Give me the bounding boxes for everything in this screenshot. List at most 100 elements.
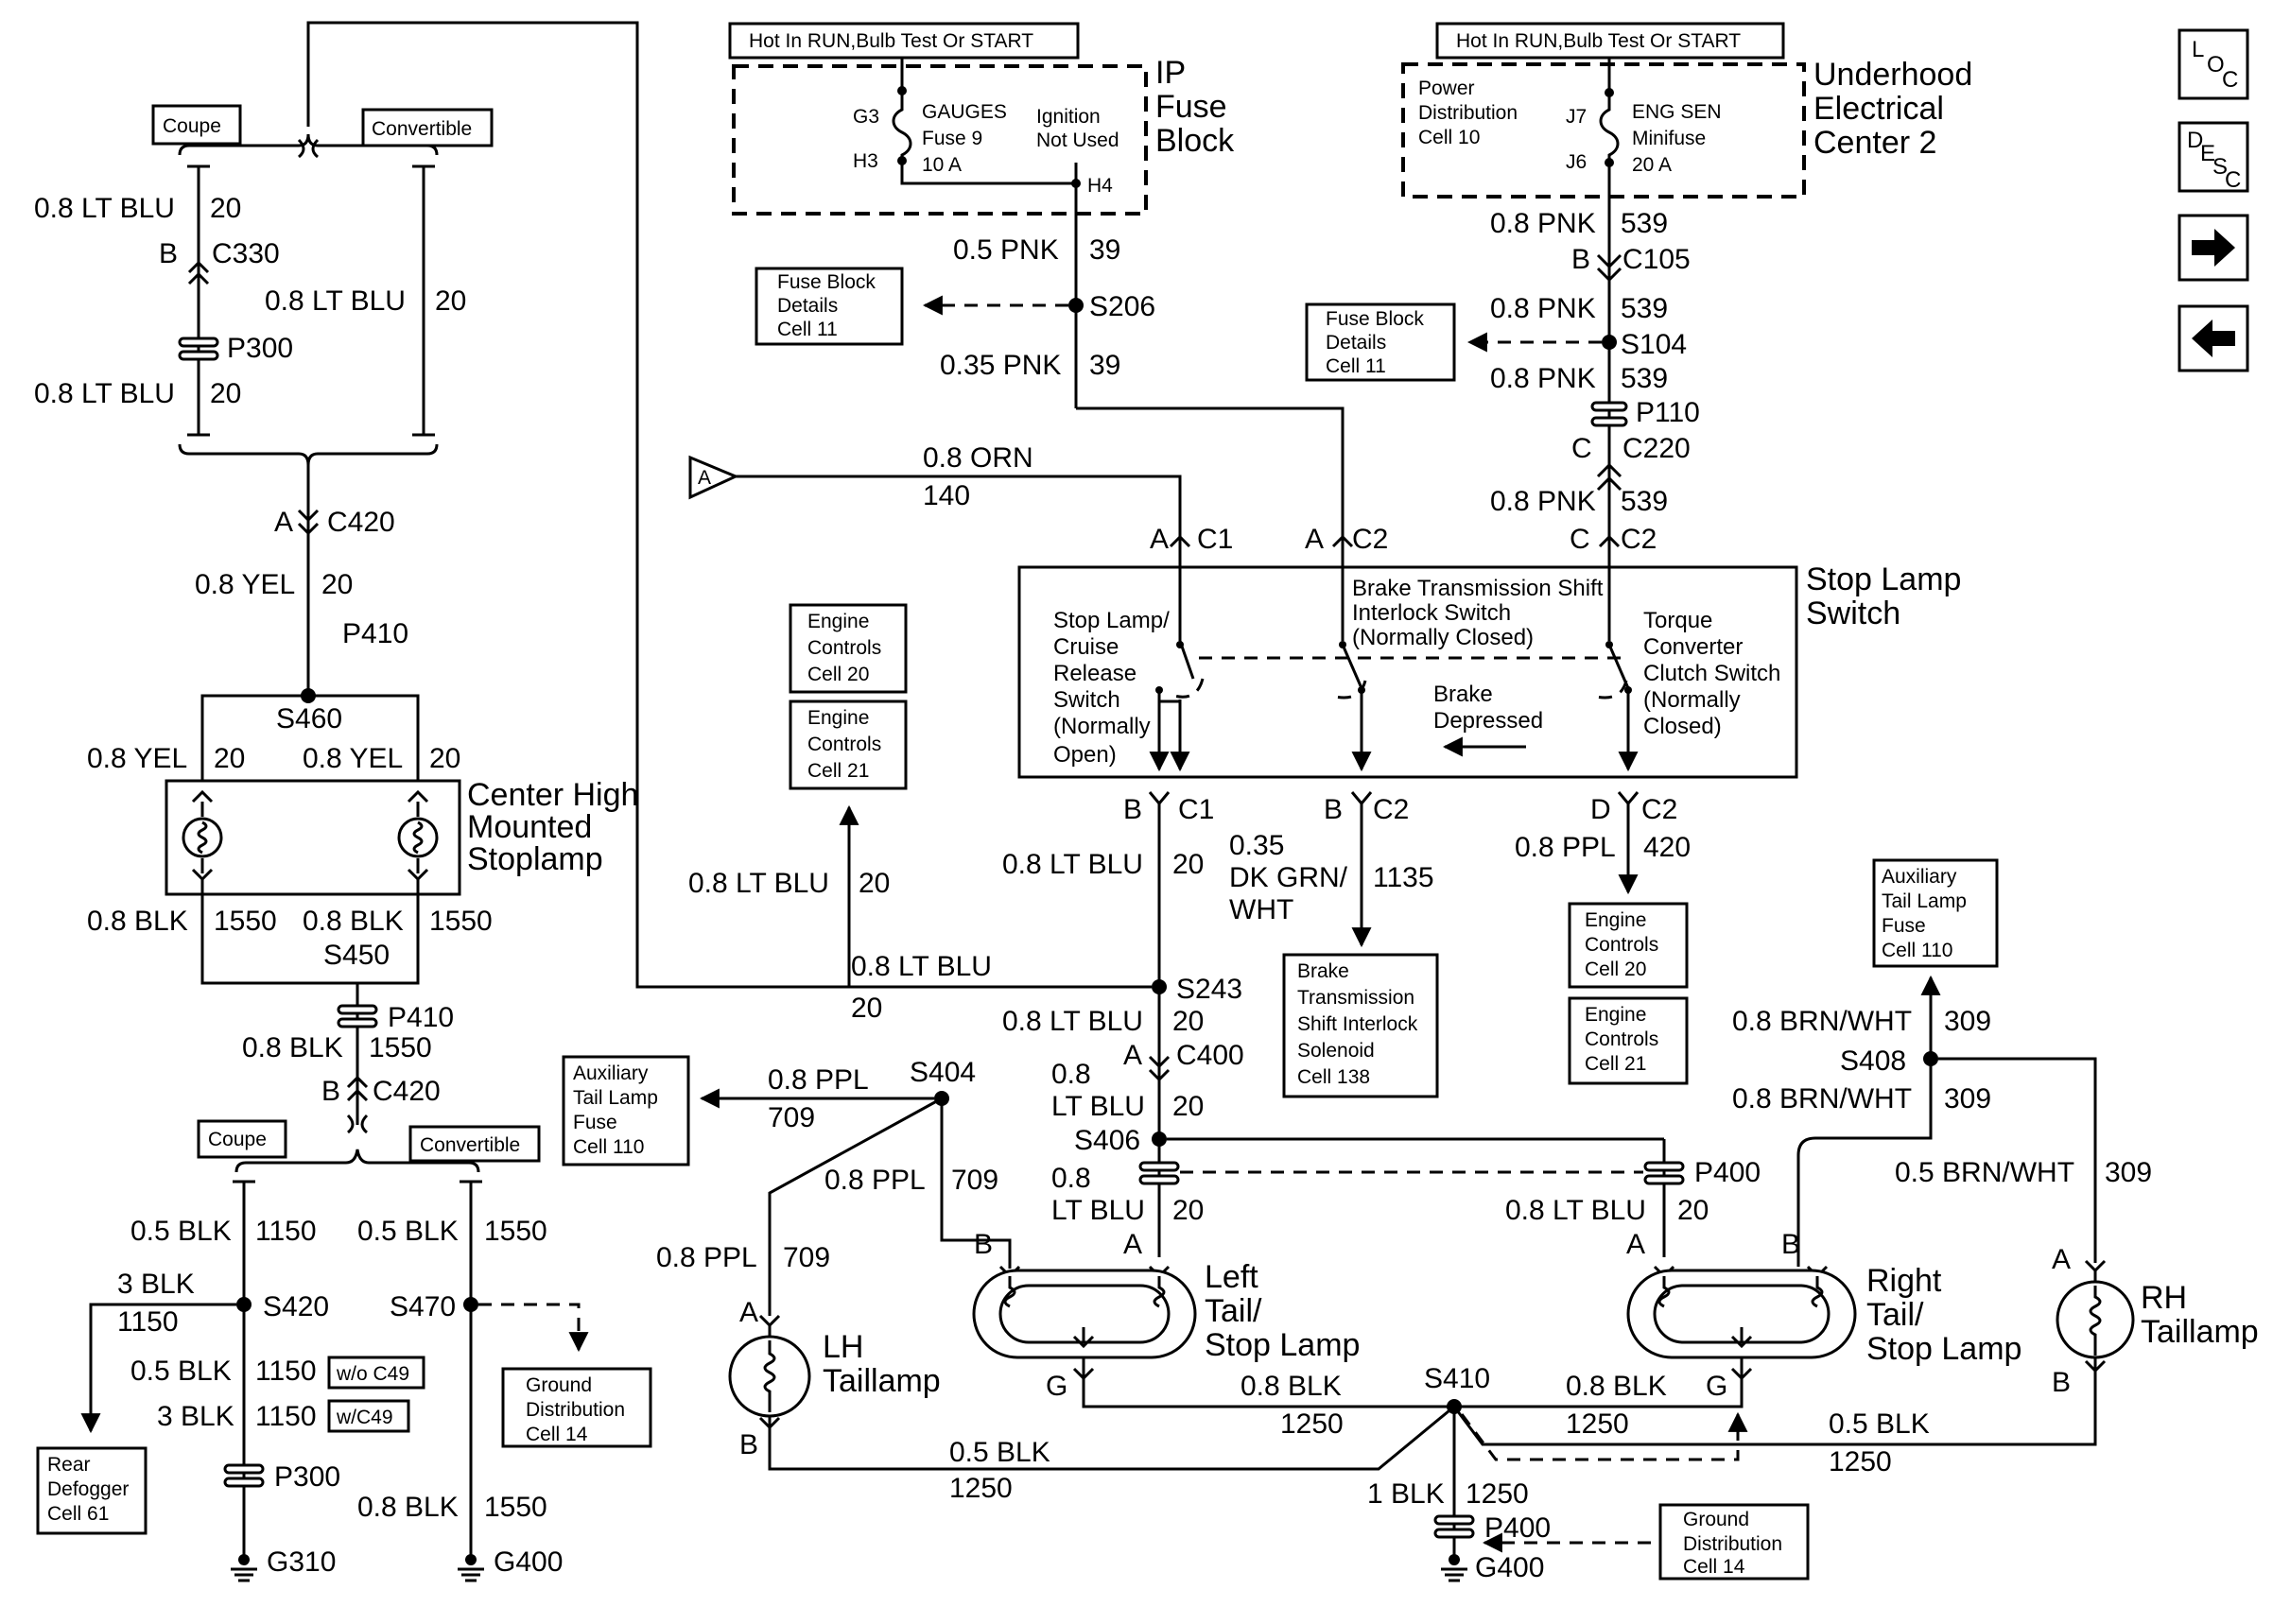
ref-fbd1-l2: Details <box>777 295 838 317</box>
wire-ltblu-sw: 0.8 LT BLU <box>1002 849 1143 880</box>
ref-brake-trans-shift-interlock[interactable]: Brake Transmission Shift Interlock Solen… <box>1282 953 1439 1098</box>
ref-aux-tail-lamp-fuse-2[interactable]: Auxiliary Tail Lamp Fuse Cell 110 <box>1872 858 1999 968</box>
bt-l2: Interlock Switch <box>1352 600 1511 626</box>
ref-atl1-l2: Tail Lamp <box>573 1087 658 1109</box>
wire-ppl-lh: 0.8 PPL <box>656 1242 757 1273</box>
ref-fuse-block-details-2[interactable]: Fuse Block Details Cell 11 <box>1305 302 1456 382</box>
ref-ground-distribution-2[interactable]: Ground Distribution Cell 14 <box>1658 1503 1810 1581</box>
pin-a-right: A <box>1626 1229 1645 1260</box>
circuit-ltblu-ec: 20 <box>859 868 890 899</box>
ref-ec21-l1: Engine <box>807 707 869 729</box>
connector-c105: C105 <box>1622 244 1691 275</box>
ref-engine-controls-20b[interactable]: Engine Controls Cell 20 <box>1568 902 1689 989</box>
wire-blk08-r: 0.8 BLK <box>1566 1371 1667 1402</box>
pin-b-c2: B <box>1324 794 1343 825</box>
wire-blk-mid: 0.8 BLK <box>242 1032 343 1063</box>
uec-pin-j7: J7 <box>1566 106 1587 128</box>
ref-engine-controls-21b[interactable]: Engine Controls Cell 21 <box>1568 996 1689 1085</box>
ref-rd-l3: Cell 61 <box>47 1503 109 1525</box>
circuit-ltblu-c400: 20 <box>1172 1006 1204 1037</box>
wire-3blk-b: 3 BLK <box>157 1401 234 1432</box>
pdc-l1: Power <box>1418 78 1475 99</box>
gauges-fuse-l3: 10 A <box>922 154 962 176</box>
left-tail-stop-lamp: B A G Left Tail/ Stop Lamp <box>972 1229 1360 1402</box>
wire-pnk39-b: 0.35 PNK <box>940 350 1061 381</box>
ref-ec20-l2: Controls <box>807 637 881 659</box>
desc-c: C <box>2225 167 2241 193</box>
bd-l1: Brake <box>1433 682 1493 707</box>
ref-rear-defogger[interactable]: Rear Defogger Cell 61 <box>36 1446 147 1535</box>
tc-l4: (Normally <box>1643 687 1741 713</box>
arrow-left-icon <box>2192 320 2235 357</box>
ref-atl2-l1: Auxiliary <box>1882 866 1957 888</box>
wire-ppl-420: 0.8 PPL <box>1515 832 1616 863</box>
wire-ltblu-p400-2: LT BLU <box>1051 1195 1145 1226</box>
switch-output-connectors: B C1 B C2 D C2 <box>1123 791 1677 825</box>
wire-yel-r: 0.8 YEL <box>303 743 403 774</box>
passthru-p410-top: P410 <box>342 618 408 649</box>
ref-rd-l2: Defogger <box>47 1478 129 1500</box>
splice-s460: S460 <box>276 703 342 734</box>
connector-c2-top: C2 <box>1352 524 1388 555</box>
prev-page-button[interactable] <box>2178 304 2249 372</box>
passthru-p400-bot: P400 <box>1484 1512 1551 1544</box>
circuit-brn-a: 309 <box>1944 1006 1991 1037</box>
circuit-140: A 0.8 ORN 140 <box>688 442 1182 546</box>
ref-btsi-l3: Shift Interlock <box>1297 1013 1418 1035</box>
ref-gd1-l2: Distribution <box>526 1399 625 1421</box>
ref-atl1-l4: Cell 110 <box>573 1136 645 1158</box>
wire-ltblu-ec: 0.8 LT BLU <box>688 868 829 899</box>
circuit-blk05-rh: 1250 <box>1829 1446 1892 1477</box>
ref-aux-tail-lamp-fuse-1[interactable]: Auxiliary Tail Lamp Fuse Cell 110 <box>562 1055 690 1166</box>
next-page-button[interactable] <box>2178 214 2249 282</box>
pin-a-rh: A <box>2052 1244 2071 1275</box>
pin-g-right: G <box>1706 1371 1727 1402</box>
loc-o: O <box>2207 52 2225 78</box>
connector-c2-bot-2: C2 <box>1641 794 1677 825</box>
chmsl-l1: Center High <box>467 777 638 813</box>
pin-a-left: A <box>1123 1229 1142 1260</box>
circuit-20-main: 0.8 LT BLU 20 0.8 LT BLU 20 0.8 LT BLU 2… <box>306 21 1761 1257</box>
ref-fbd2-l2: Details <box>1326 332 1386 354</box>
ignition-l2: Not Used <box>1036 130 1119 151</box>
engsen-l1: ENG SEN <box>1632 101 1722 123</box>
tc-l3: Clutch Switch <box>1643 661 1780 686</box>
uec-title-l2: Electrical <box>1813 91 1944 127</box>
ip-pin-g3: G3 <box>853 106 879 128</box>
pin-b-lh: B <box>739 1429 758 1460</box>
circuit-ltblu-conv: 20 <box>435 285 466 317</box>
ref-atl2-l4: Cell 110 <box>1882 940 1953 961</box>
ref-ec21b-l1: Engine <box>1585 1004 1646 1026</box>
loc-button[interactable]: L O C <box>2178 28 2249 100</box>
wire-ltblu-s243: 0.8 LT BLU <box>851 951 992 982</box>
connector-c420-bot: C420 <box>373 1076 441 1107</box>
option-without-c49: w/o C49 <box>336 1363 409 1385</box>
splice-s420: S420 <box>263 1291 329 1322</box>
left-tail-l2: Tail/ <box>1205 1293 1262 1329</box>
wire-brn-a: 0.8 BRN/WHT <box>1732 1006 1912 1037</box>
ref-engine-controls-20[interactable]: Engine Controls Cell 20 <box>789 603 908 694</box>
ip-pin-h3: H3 <box>853 150 878 172</box>
ref-fuse-block-details-1[interactable]: Fuse Block Details Cell 11 <box>755 267 904 346</box>
ref-engine-controls-21[interactable]: Engine Controls Cell 21 <box>789 700 908 790</box>
ref-atl2-l3: Fuse <box>1882 915 1926 937</box>
desc-button[interactable]: D E S C <box>2178 121 2249 193</box>
circuit-ltblu-p400: 20 <box>1172 1195 1204 1226</box>
wire-yel: 0.8 YEL <box>195 569 295 600</box>
ref-ground-distribution-1[interactable]: Ground Distribution Cell 14 <box>501 1367 652 1448</box>
bt-l3: (Normally Closed) <box>1352 625 1534 650</box>
option-with-c49: w/C49 <box>336 1407 393 1428</box>
circuit-ppl-lh: 709 <box>783 1242 830 1273</box>
gauges-fuse-l2: Fuse 9 <box>922 128 982 149</box>
pdc-l2: Distribution <box>1418 102 1518 124</box>
ground-g400-bot: G400 <box>1475 1552 1544 1583</box>
circuit-blk08-l: 1250 <box>1280 1408 1344 1440</box>
pdc-l3: Cell 10 <box>1418 127 1480 148</box>
circuit-ppl-s404: 709 <box>768 1102 815 1133</box>
splice-s406: S406 <box>1074 1125 1140 1156</box>
circuit-ltblu-right: 20 <box>1677 1195 1709 1226</box>
uec-pin-j6: J6 <box>1566 151 1587 173</box>
switch-title-l2: Switch <box>1806 596 1900 631</box>
wire-yel-l: 0.8 YEL <box>87 743 187 774</box>
circuit-ltblu-s243: 20 <box>851 993 882 1024</box>
